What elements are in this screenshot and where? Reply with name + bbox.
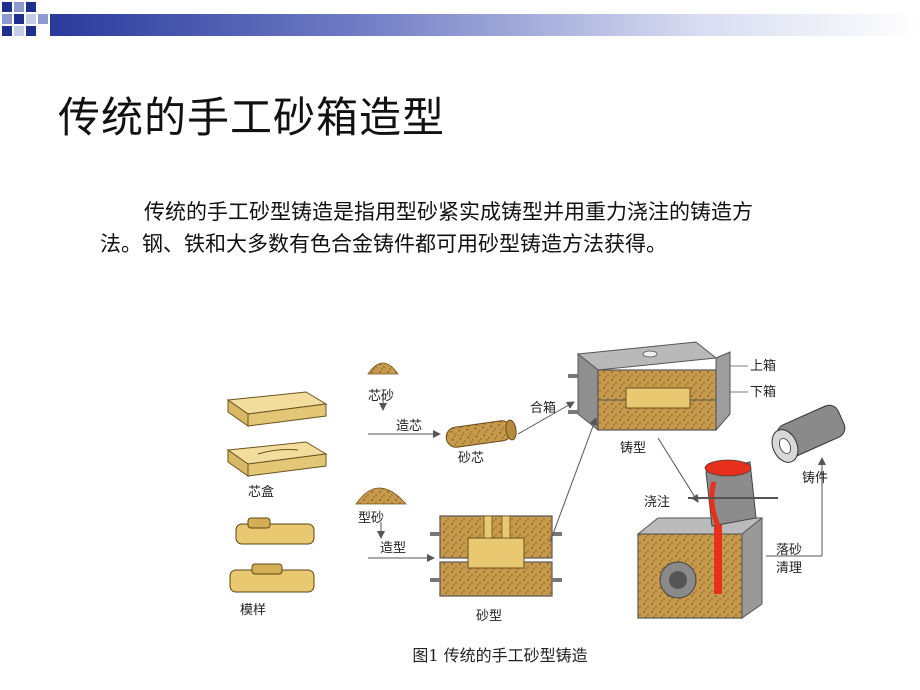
- process-arrows: [368, 394, 826, 562]
- label-core-box: 芯盒: [248, 484, 274, 500]
- header-gradient-bar: [50, 14, 920, 36]
- sand-core-illustration: [445, 419, 517, 448]
- label-closing: 合箱: [530, 400, 556, 416]
- label-lower-flask: 下箱: [750, 384, 776, 400]
- closed-mold-illustration: [568, 341, 748, 432]
- label-cleaning: 清理: [776, 561, 802, 576]
- label-upper-flask: 上箱: [750, 358, 776, 374]
- label-pattern: 模样: [240, 603, 266, 618]
- pouring-illustration: [636, 459, 778, 619]
- header-square: [26, 26, 36, 36]
- label-molding: 造型: [380, 541, 406, 556]
- label-sand-mold: 砂型: [476, 609, 502, 624]
- label-pouring: 浇注: [644, 495, 670, 510]
- sand-mold-illustration: [430, 515, 562, 597]
- core-box-illustration: [226, 391, 328, 477]
- label-casting: 铸件: [802, 470, 828, 486]
- label-core-making: 造芯: [396, 419, 422, 434]
- molding-sand-pile: [355, 487, 407, 505]
- label-core-sand: 芯砂: [368, 389, 394, 404]
- slide-title: 传统的手工砂箱造型: [58, 93, 446, 142]
- figure-caption: 图1 传统的手工砂型铸造: [412, 646, 588, 665]
- body-text-content: 传统的手工砂型铸造是指用型砂紧实成铸型并用重力浇注的铸造方法。钢、铁和大多数有色…: [100, 200, 753, 256]
- header-square: [38, 14, 48, 24]
- casting-illustration: [771, 404, 846, 463]
- label-shakeout: 落砂: [776, 543, 802, 558]
- label-sand-core: 砂芯: [458, 451, 484, 466]
- header-square: [14, 26, 24, 36]
- header-square: [26, 14, 36, 24]
- label-mold: 铸型: [620, 440, 646, 456]
- header-square: [26, 2, 36, 12]
- header-square: [2, 26, 12, 36]
- header-square: [14, 14, 24, 24]
- header-bar: [0, 0, 920, 48]
- core-sand-pile: [367, 362, 399, 375]
- slide-body-text: 传统的手工砂型铸造是指用型砂紧实成铸型并用重力浇注的铸造方法。钢、铁和大多数有色…: [100, 196, 768, 260]
- label-molding-sand: 型砂: [358, 511, 384, 526]
- header-square: [2, 2, 12, 12]
- pattern-illustration: [229, 517, 315, 593]
- header-square: [14, 2, 24, 12]
- casting-process-figure: 芯砂 造芯 砂芯 芯盒 合箱 铸型 上箱 下箱 铸件 浇注 型砂 造型 砂型 模…: [218, 322, 858, 634]
- header-square: [2, 14, 12, 24]
